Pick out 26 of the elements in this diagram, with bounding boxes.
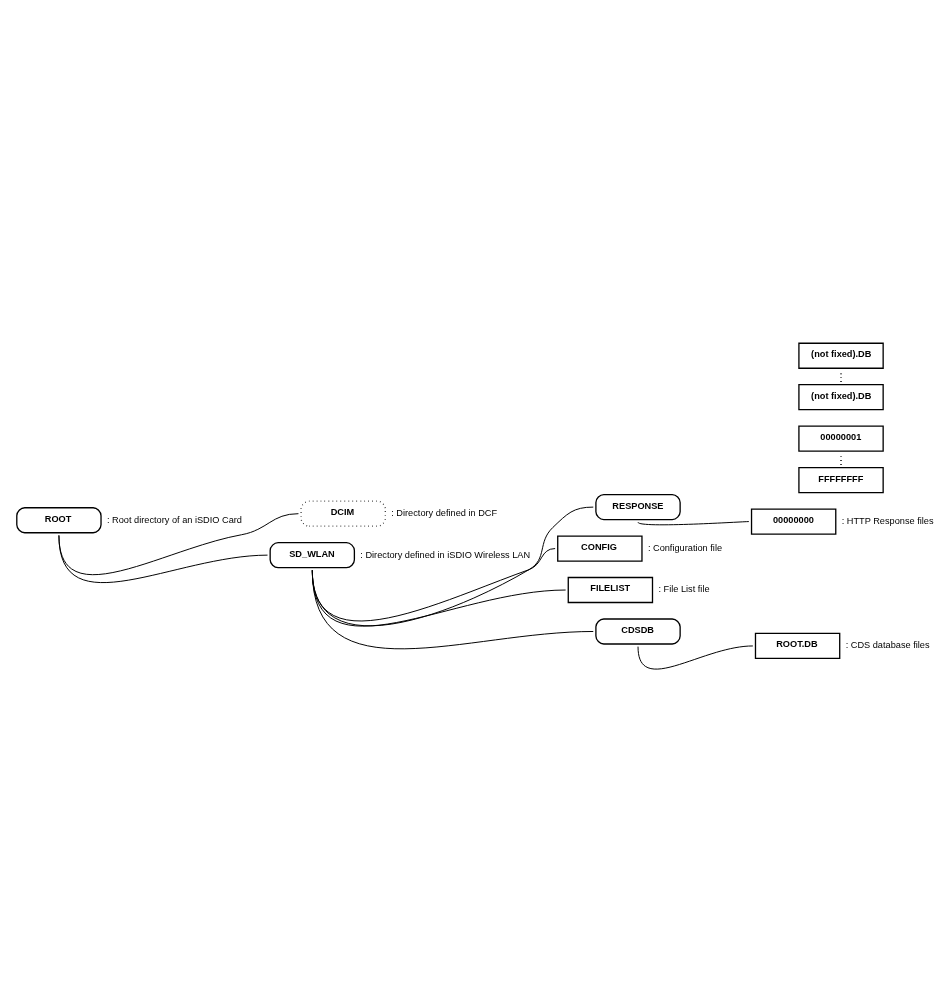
node-box: (not fixed).DB xyxy=(798,342,884,369)
node-box: 00000000 xyxy=(750,508,837,535)
node-label: : Root directory of an iSDIO Card xyxy=(106,514,242,525)
connector xyxy=(311,506,594,627)
node-box: 00000001 xyxy=(798,425,884,452)
node-box: CDSDB xyxy=(595,618,681,645)
node-box: RESPONSE xyxy=(595,493,681,521)
node-box: DCIM xyxy=(300,500,386,527)
node-label: : HTTP Response files xyxy=(841,516,934,527)
node-box: ROOT xyxy=(16,507,102,534)
node-box: (not fixed).DB xyxy=(798,384,884,411)
node-box: CONFIG xyxy=(557,535,643,562)
node-label: : Configuration file xyxy=(647,542,723,553)
node-label: : Directory defined in iSDIO Wireless LAN xyxy=(360,549,531,560)
connector xyxy=(58,513,299,575)
connector xyxy=(637,645,754,670)
node-box: ROOT.DB xyxy=(754,632,841,660)
node-box: FFFFFFFF xyxy=(798,466,884,494)
node-label: : File List file xyxy=(658,584,710,595)
connector xyxy=(58,534,268,583)
connector xyxy=(311,569,594,650)
node-label: : Directory defined in DCF xyxy=(391,508,498,519)
connector xyxy=(311,548,556,622)
node-label: : CDS database files xyxy=(845,640,930,651)
node-box: FILELIST xyxy=(567,576,654,604)
node-box: SD_WLAN xyxy=(269,542,356,569)
